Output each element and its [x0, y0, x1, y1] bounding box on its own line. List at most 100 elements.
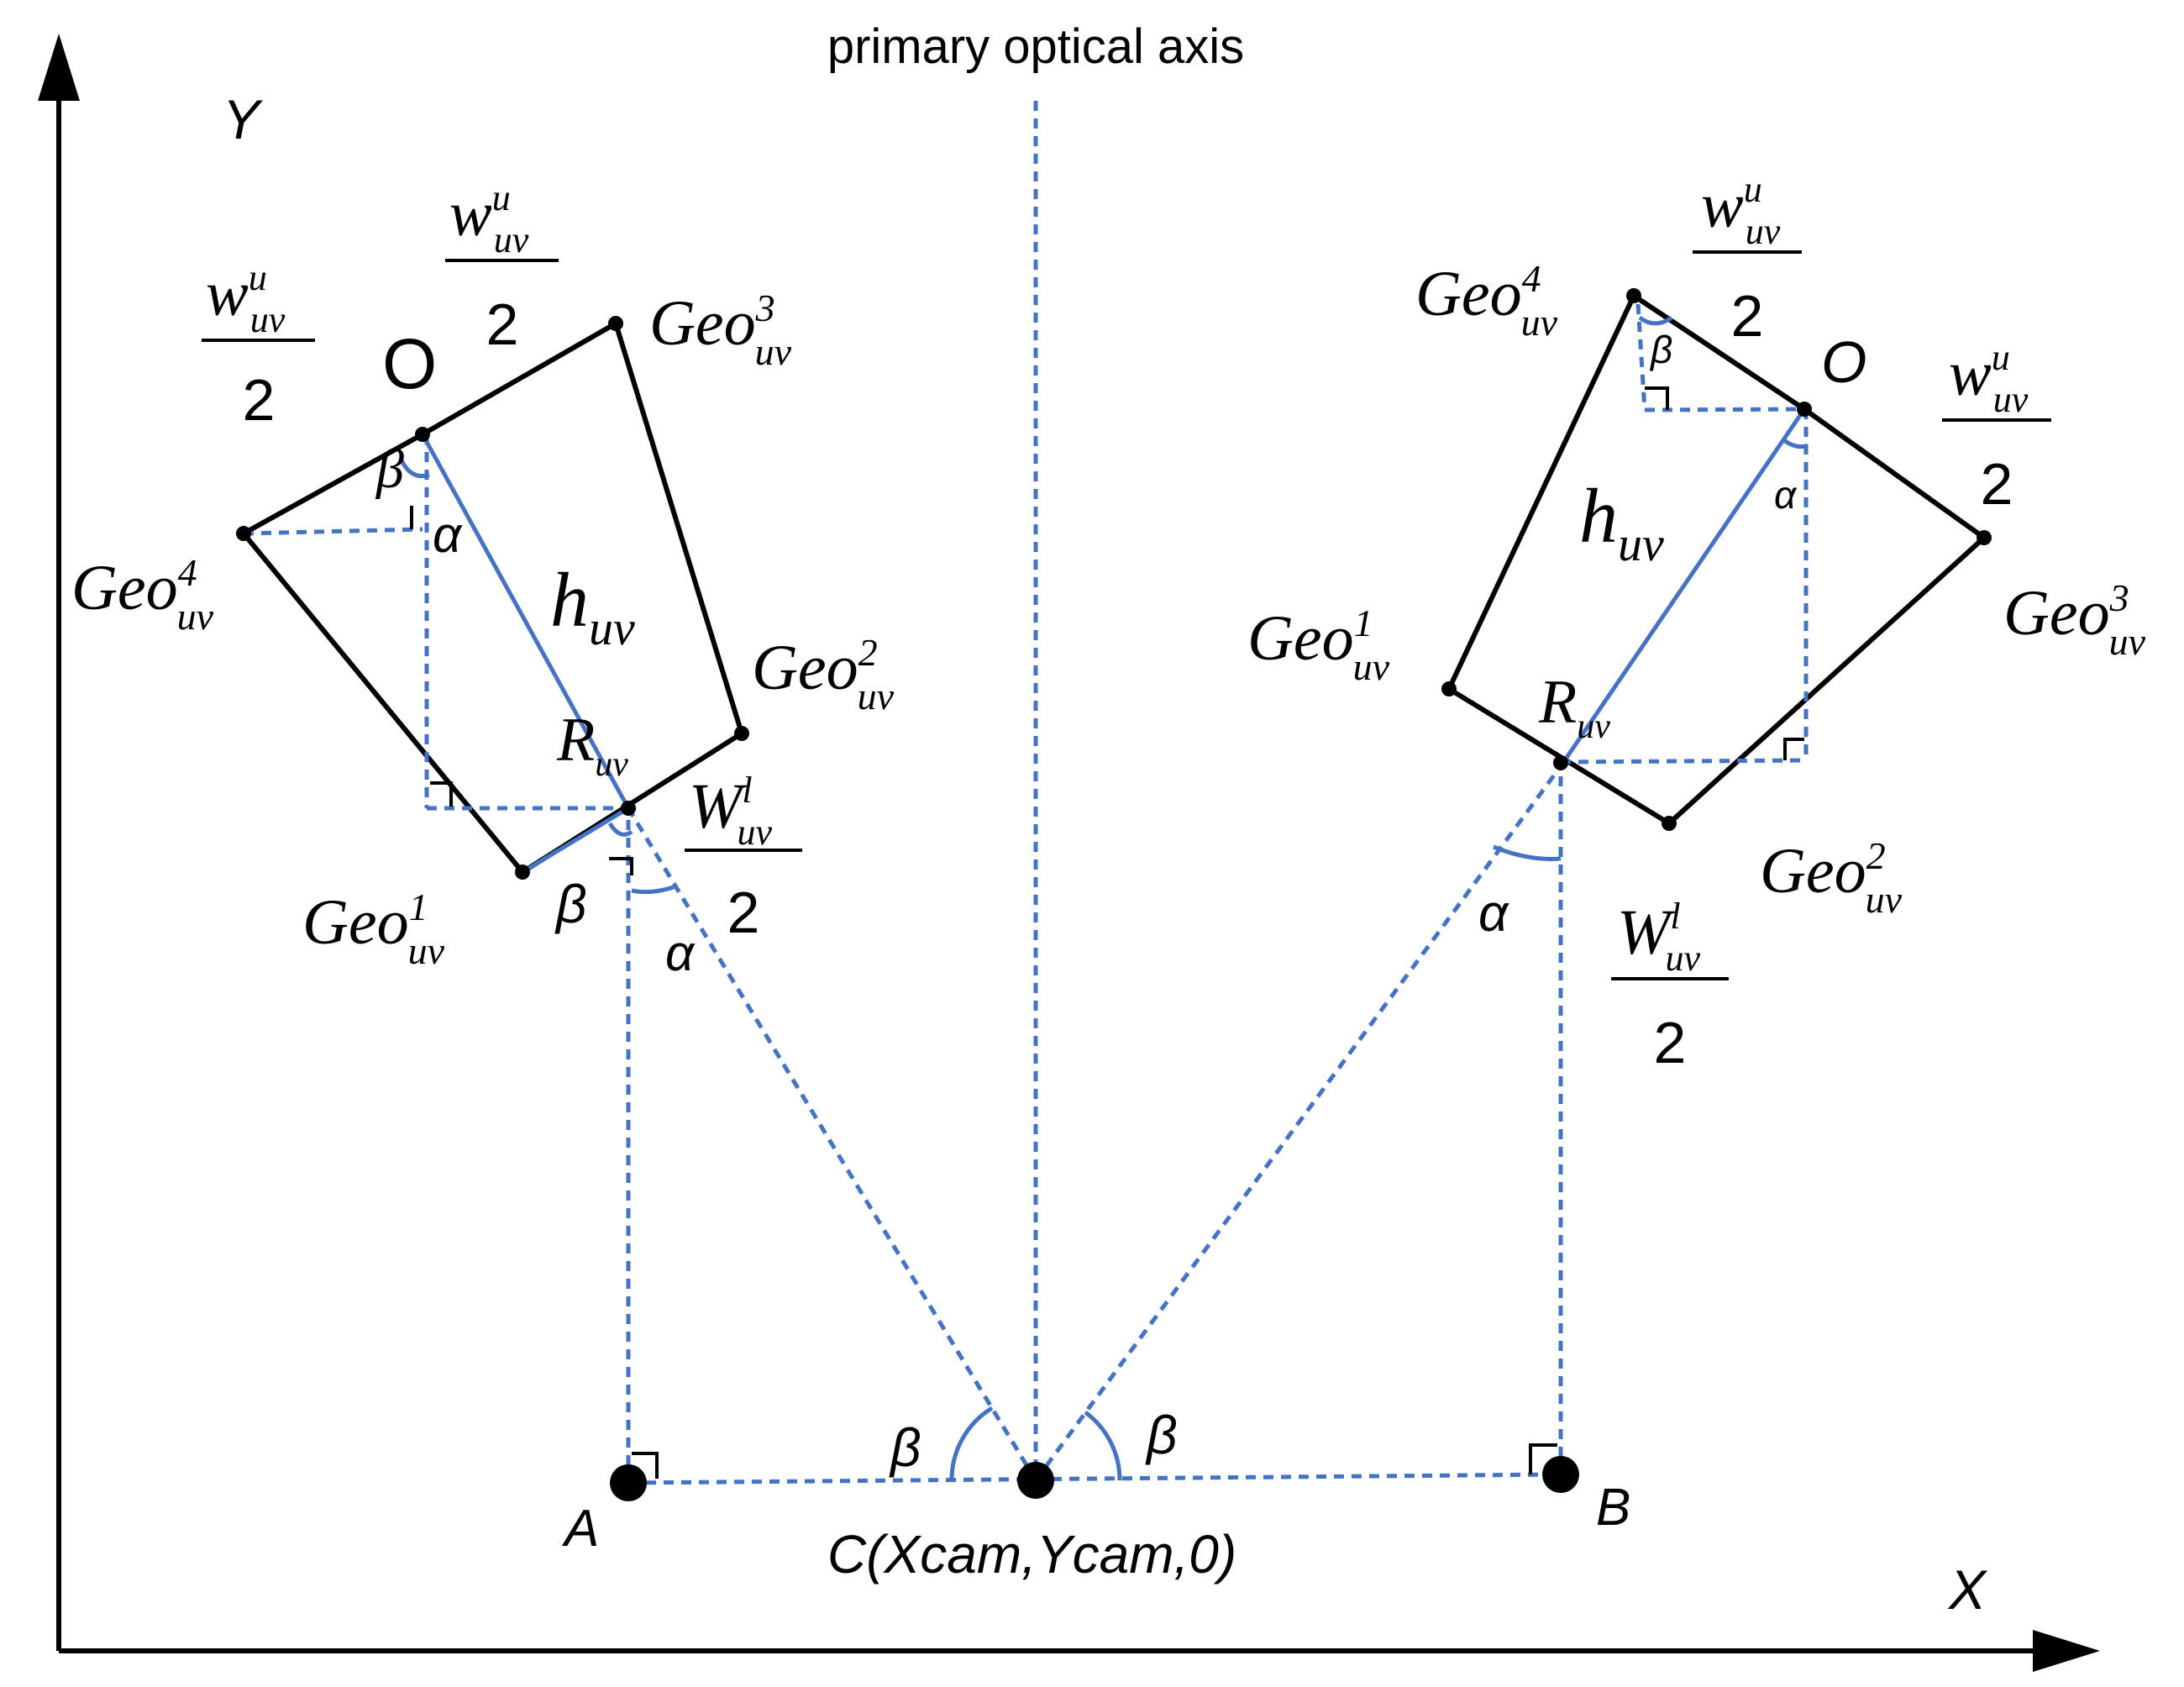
ray-right — [1033, 765, 1563, 1482]
left-h-base: h — [550, 557, 589, 643]
point-b-label: B — [1596, 1479, 1630, 1537]
svg-text:Ruv: Ruv — [1538, 668, 1610, 746]
left-quad-outline — [241, 321, 744, 875]
right-angle-a-icon — [632, 1452, 659, 1479]
left-geo4-horizontal — [243, 527, 423, 536]
left-w-line — [521, 806, 630, 875]
x-axis-arrow-icon — [2033, 1630, 2100, 1672]
left-geo2-sub: uv — [858, 675, 895, 717]
rf1-sup: u — [1744, 169, 1762, 210]
coordinate-axes: Y X — [38, 34, 2100, 1672]
point-a-icon — [610, 1464, 647, 1501]
left-r-label: Ruv — [556, 706, 628, 784]
right-geo1-sub: uv — [1353, 645, 1390, 688]
point-a-label: A — [561, 1500, 599, 1558]
lf1-sup: u — [249, 257, 267, 298]
left-beta-top-label: β — [375, 439, 404, 500]
right-angle-b-icon — [1529, 1443, 1557, 1474]
left-geo4-sup: 4 — [178, 551, 197, 594]
left-beta-arc-bottom-icon — [607, 822, 633, 837]
rf3-sup: l — [1670, 896, 1680, 937]
right-r-point-icon — [1553, 755, 1568, 770]
beta-arc-left-icon — [949, 1406, 994, 1481]
left-h-label: huv — [550, 557, 635, 655]
right-h-base: h — [1579, 473, 1618, 559]
right-o-label: O — [1821, 329, 1866, 395]
left-geo1-sup: 1 — [409, 886, 428, 928]
svg-text:huv: huv — [550, 557, 635, 655]
right-h-line — [1558, 407, 1807, 768]
left-geo2-point-icon — [734, 726, 749, 741]
left-alpha-arc-icon — [631, 884, 677, 895]
left-alpha-bottom-label: α — [665, 925, 696, 981]
lf2-base: w — [449, 179, 492, 250]
right-geo4-sub: uv — [1521, 301, 1558, 344]
right-o-point-icon — [1797, 402, 1812, 417]
left-o-point-icon — [415, 427, 430, 442]
left-beta-arc-top-icon — [399, 459, 430, 479]
svg-text:Ruv: Ruv — [556, 706, 628, 784]
left-h-sub: uv — [589, 601, 635, 655]
rf3-sub: uv — [1666, 938, 1701, 979]
right-right-angle-1-icon — [1645, 386, 1669, 410]
point-c-icon — [1017, 1462, 1054, 1499]
left-r-base: R — [556, 706, 595, 775]
right-geo1-base: Geo — [1247, 603, 1354, 674]
right-beta-label: β — [1649, 328, 1672, 371]
primary-optical-axis: primary optical axis — [827, 19, 1244, 1480]
right-h-label: huv — [1579, 473, 1664, 571]
y-axis-label: Y — [223, 88, 263, 150]
lf1-base: w — [206, 259, 249, 329]
right-geo4-vertical — [1635, 303, 1647, 411]
rf2-base: w — [1949, 339, 1992, 409]
lf3-sup: l — [742, 770, 752, 811]
svg-text:huv: huv — [1579, 473, 1664, 571]
left-r-point-icon — [621, 801, 636, 816]
left-geo1-base: Geo — [302, 887, 409, 958]
left-geo3-base: Geo — [649, 288, 756, 359]
optical-axis-label: primary optical axis — [827, 19, 1244, 74]
right-right-angle-2-icon — [1783, 738, 1804, 760]
lf2-sup: u — [492, 177, 511, 218]
right-r-label: Ruv — [1538, 668, 1610, 746]
rf2-den: 2 — [1981, 451, 2013, 517]
lf1-den: 2 — [243, 367, 276, 433]
right-r-base: R — [1538, 668, 1577, 737]
camera-construction: A B C(Xcam,Ycam,0) β β — [561, 765, 1630, 1585]
rf1-sub: uv — [1746, 211, 1781, 252]
right-geo3-sub: uv — [2109, 620, 2146, 663]
baseline-ab — [627, 1472, 1562, 1485]
left-o-label: O — [382, 324, 437, 403]
left-geo3-point-icon — [608, 316, 623, 331]
x-axis-label: X — [1947, 1558, 1988, 1621]
left-geo4-base: Geo — [71, 553, 178, 623]
right-geo1-sup: 1 — [1354, 602, 1373, 644]
right-alpha-arc-bottom-icon — [1493, 844, 1562, 861]
right-h-sub: uv — [1618, 517, 1664, 571]
